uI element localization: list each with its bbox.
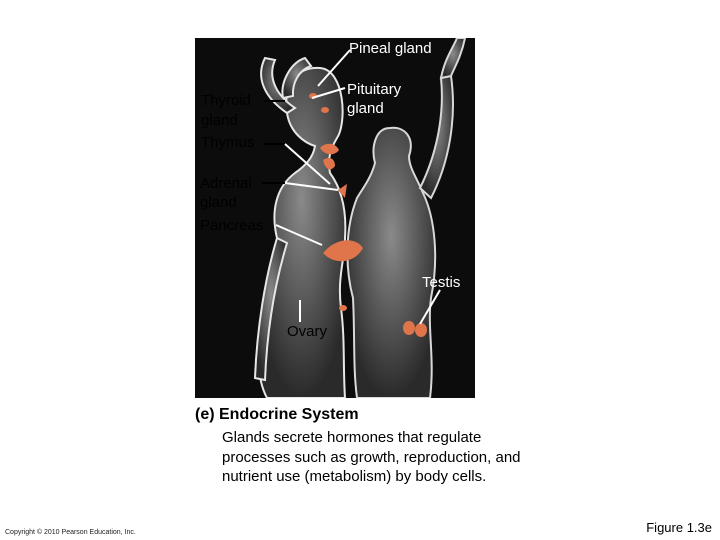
pancreas-leader <box>276 225 322 245</box>
adrenal-leader-2 <box>285 183 338 190</box>
thymus-label: Thymus <box>201 133 254 152</box>
pituitary-leader <box>312 88 345 98</box>
thyroid-gland-label-line2: gland <box>201 111 238 130</box>
pineal-leader <box>318 50 350 86</box>
testis-label: Testis <box>422 273 460 292</box>
thymus-leader-2 <box>285 144 330 184</box>
pituitary-gland-label-line1: Pituitary <box>347 80 401 99</box>
adrenal-gland-label-line2: gland <box>200 193 237 212</box>
figure-number: Figure 1.3e <box>646 520 712 535</box>
caption-body: Glands secrete hormones that regulate pr… <box>222 428 552 487</box>
caption-title: (e) Endocrine System <box>195 406 359 424</box>
adrenal-gland-label-line1: Adrenal <box>200 174 252 193</box>
pineal-gland-label: Pineal gland <box>349 39 432 58</box>
ovary-label: Ovary <box>287 322 327 341</box>
pituitary-gland-label-line2: gland <box>347 99 384 118</box>
pancreas-label: Pancreas <box>200 216 263 235</box>
thyroid-gland-label-line1: Thyroid <box>201 91 251 110</box>
copyright-notice: Copyright © 2010 Pearson Education, Inc. <box>5 529 136 536</box>
testis-leader <box>420 290 440 324</box>
